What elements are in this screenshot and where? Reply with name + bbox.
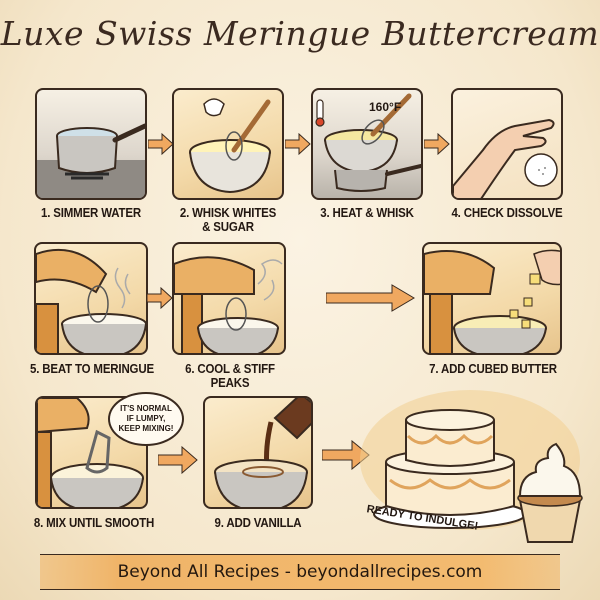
step-9-panel — [203, 396, 313, 509]
stand-mixer-steam-icon — [174, 256, 283, 353]
fingers-rub-icon — [453, 118, 558, 198]
step-5-panel — [34, 242, 148, 355]
step-8-label: 8. MIX UNTIL SMOOTH — [33, 516, 155, 530]
step-2-label: 2. WHISK WHITES & SUGAR — [168, 206, 288, 234]
step-9-label: 9. ADD VANILLA — [214, 516, 302, 530]
arrow-right-icon — [424, 133, 450, 155]
step-4-panel — [451, 88, 563, 200]
tip-speech-bubble: IT'S NORMAL IF LUMPY, KEEP MIXING! — [108, 392, 184, 446]
step-3-label: 3. HEAT & WHISK — [320, 206, 414, 220]
step-2-label-line1: 2. WHISK WHITES — [179, 206, 277, 220]
bowl-whisk-eggs-icon — [189, 98, 271, 194]
step-3-panel: 160°F — [311, 88, 423, 200]
double-boiler-whisk-icon — [315, 93, 421, 192]
arrow-right-icon — [326, 284, 415, 312]
arrow-right-icon — [285, 133, 311, 155]
step-6-panel — [172, 242, 286, 355]
stand-mixer-paddle-icon — [37, 398, 144, 507]
thermometer-temp: 160°F — [369, 100, 402, 114]
final-illustration — [360, 380, 600, 550]
step-6-label: 6. COOL & STIFF PEAKS — [185, 362, 275, 390]
step-7-label: 7. ADD CUBED BUTTER — [429, 362, 557, 376]
stand-mixer-whisk-icon — [36, 248, 146, 353]
arrow-right-icon — [158, 446, 198, 474]
infographic-title: Luxe Swiss Meringue Buttercream — [0, 14, 600, 53]
saucepan-on-stove-icon — [37, 123, 145, 198]
tip-line-1: IT'S NORMAL — [120, 404, 172, 413]
step-1-panel — [35, 88, 147, 200]
step-8-panel — [35, 396, 148, 509]
step-5-label: 5. BEAT TO MERINGUE — [30, 362, 154, 376]
stand-mixer-butter-icon — [424, 249, 560, 353]
arrow-right-icon — [148, 133, 174, 155]
tip-line-2: IF LUMPY, — [126, 414, 166, 423]
step-1-label: 1. SIMMER WATER — [41, 206, 141, 220]
footer-banner: Beyond All Recipes - beyondallrecipes.co… — [40, 554, 560, 590]
vanilla-bottle-pour-icon — [214, 398, 311, 507]
arrow-right-icon — [147, 287, 173, 309]
step-2-panel — [172, 88, 284, 200]
layer-cake-cupcake-icon — [360, 390, 583, 543]
step-2-label-line2: & SUGAR — [202, 220, 254, 234]
step-7-panel — [422, 242, 562, 355]
step-4-label: 4. CHECK DISSOLVE — [451, 206, 563, 220]
footer-text: Beyond All Recipes - beyondallrecipes.co… — [117, 562, 483, 582]
tip-line-3: KEEP MIXING! — [118, 424, 174, 433]
